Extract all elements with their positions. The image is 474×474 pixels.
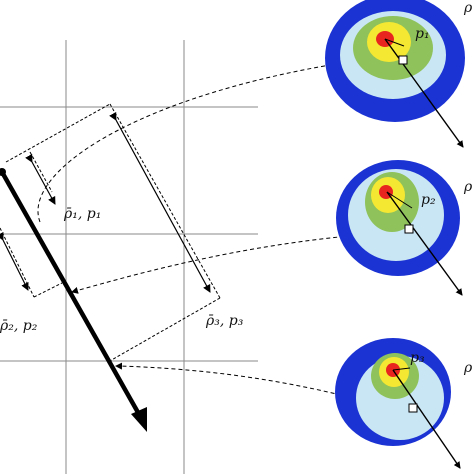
blob-1-label-p: p₁ [415, 26, 430, 42]
blob-1-sample-box [398, 55, 408, 65]
dimension-arrows [0, 111, 211, 293]
blob-3-sample-box [408, 403, 418, 413]
mapping-curve-1 [37, 53, 393, 223]
blob-2-label-rho: ρ [463, 179, 473, 195]
ray-origin-dot [0, 168, 6, 176]
label-rho3-p3: ρ̄₃, p₃ [205, 313, 244, 329]
density-blob-1: p₁ [325, 0, 465, 148]
mapping-curves [37, 53, 403, 413]
blob-3-label-p: p₃ [410, 350, 425, 366]
blob-3-label-rho: ρ [463, 360, 473, 376]
blob-2-label-p: p₂ [421, 192, 436, 208]
background-grid [0, 40, 258, 474]
density-blob-3: p₃ [335, 338, 461, 469]
blob-1-label-rho: ρ [463, 0, 473, 16]
blob-2-sample-box [404, 224, 414, 234]
label-rho1-p1: ρ̄₁, p₁ [63, 206, 101, 222]
main-ray-arrow [0, 168, 147, 432]
label-rho2-p2: ρ̄₂, p₂ [0, 318, 38, 334]
density-blob-2: p₂ [336, 160, 463, 296]
